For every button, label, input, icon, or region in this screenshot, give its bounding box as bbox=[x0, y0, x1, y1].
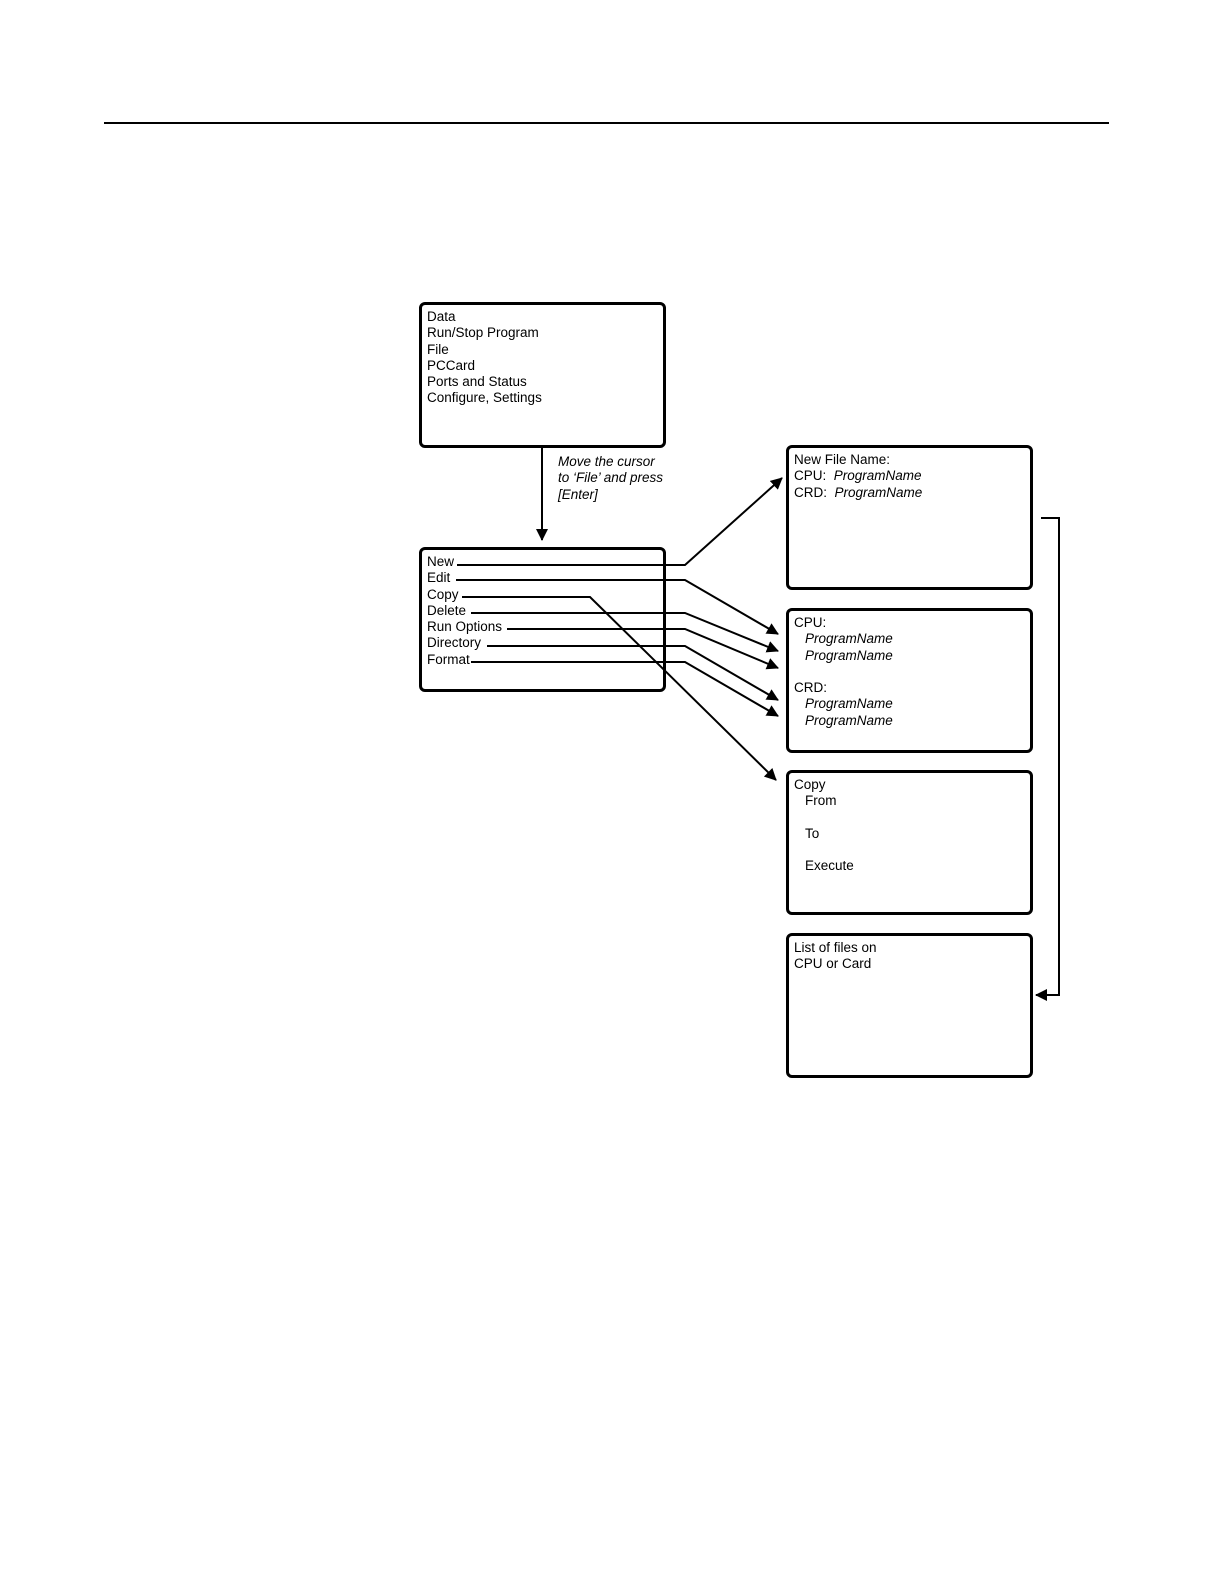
header-rule bbox=[104, 122, 1109, 124]
arrow-delete bbox=[471, 612, 779, 653]
file-menu-screen: New Edit Copy Delete Run Options Directo… bbox=[419, 547, 666, 692]
new-file-cpu-row[interactable]: CPU: ProgramName bbox=[794, 468, 1030, 484]
arrow-edit bbox=[456, 579, 779, 635]
copy-screen: Copy From To Execute bbox=[786, 770, 1033, 915]
arrow-directory bbox=[487, 645, 779, 701]
instruction-line-3: [Enter] bbox=[558, 486, 598, 502]
copy-to-field[interactable]: To bbox=[805, 825, 820, 841]
cpu-label: CPU: bbox=[794, 615, 827, 630]
cpu-file-2[interactable]: ProgramName bbox=[805, 647, 893, 663]
crd-file-2[interactable]: ProgramName bbox=[805, 712, 893, 728]
copy-execute-button[interactable]: Execute bbox=[805, 858, 854, 874]
file-list-line-1: List of files on bbox=[794, 940, 877, 955]
file-item-edit[interactable]: Edit bbox=[427, 570, 451, 586]
menu-item-run-stop-program[interactable]: Run/Stop Program bbox=[427, 325, 539, 341]
copy-from-field[interactable]: From bbox=[805, 793, 837, 809]
file-list-screen: List of files on CPU or Card bbox=[786, 933, 1033, 1078]
file-item-run-options[interactable]: Run Options bbox=[427, 619, 503, 635]
main-menu-screen: Data Run/Stop Program File PCCard Ports … bbox=[419, 302, 666, 448]
file-item-new[interactable]: New bbox=[427, 554, 455, 569]
instruction-note: Move the cursor to ‘File’ and press [Ent… bbox=[558, 454, 663, 503]
new-file-title: New File Name: bbox=[794, 452, 891, 467]
file-item-directory[interactable]: Directory bbox=[427, 635, 482, 651]
crd-file-1[interactable]: ProgramName bbox=[805, 696, 893, 712]
new-file-cpu-value: ProgramName bbox=[833, 468, 922, 484]
arrow-run-options bbox=[507, 628, 779, 670]
arrow-copy bbox=[462, 596, 777, 781]
new-file-screen: New File Name: CPU: ProgramName CRD: Pro… bbox=[786, 445, 1033, 590]
new-file-crd-value: ProgramName bbox=[834, 484, 923, 500]
menu-item-ports-and-status[interactable]: Ports and Status bbox=[427, 374, 527, 390]
crd-label: CRD: bbox=[794, 680, 827, 696]
menu-item-pccard[interactable]: PCCard bbox=[427, 357, 476, 373]
menu-item-file[interactable]: File bbox=[427, 341, 449, 357]
copy-title: Copy bbox=[794, 777, 826, 792]
new-file-cpu-label: CPU: bbox=[794, 468, 827, 484]
file-item-format[interactable]: Format bbox=[427, 651, 470, 667]
file-item-delete[interactable]: Delete bbox=[427, 602, 467, 618]
arrow-format bbox=[471, 661, 779, 717]
file-list-line-2: CPU or Card bbox=[794, 956, 872, 972]
cpu-file-1[interactable]: ProgramName bbox=[805, 631, 893, 647]
arrow-new bbox=[457, 477, 783, 566]
program-list-screen: CPU: ProgramName ProgramName CRD: Progra… bbox=[786, 608, 1033, 753]
file-item-copy[interactable]: Copy bbox=[427, 586, 459, 602]
menu-item-configure-settings[interactable]: Configure, Settings bbox=[427, 390, 542, 406]
new-file-crd-row[interactable]: CRD: ProgramName bbox=[794, 485, 1030, 501]
instruction-line-2: to ‘File’ and press bbox=[558, 470, 664, 486]
instruction-line-1: Move the cursor bbox=[558, 454, 655, 469]
menu-item-data[interactable]: Data bbox=[427, 309, 456, 324]
new-file-crd-label: CRD: bbox=[794, 484, 827, 500]
arrow-new-to-list bbox=[1035, 517, 1060, 1001]
